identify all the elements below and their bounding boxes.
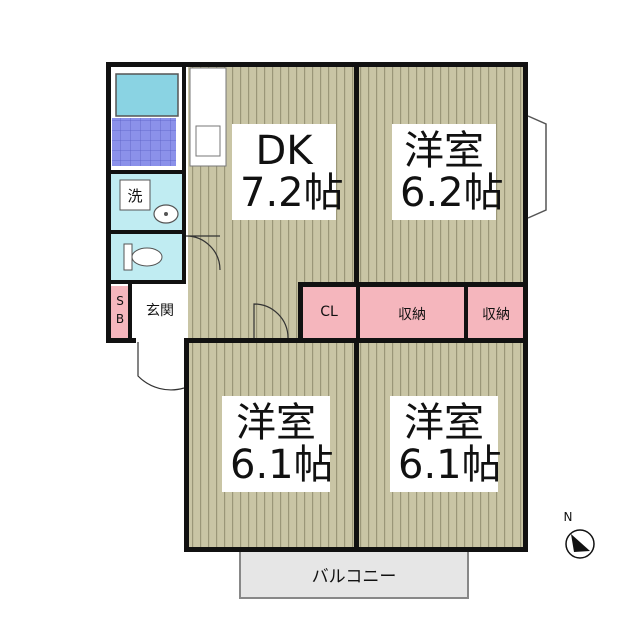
storage-label-2: 収納	[482, 307, 510, 323]
balcony	[239, 545, 469, 599]
western-ne-name: 洋室	[404, 128, 484, 174]
western-sw-label: 洋室 6.1帖	[222, 396, 334, 492]
shoe-box-label-s: S	[116, 294, 124, 308]
western-sw-size: 6.1帖	[230, 442, 334, 488]
western-se-label: 洋室 6.1帖	[390, 396, 502, 492]
dk-size: 7.2帖	[240, 170, 344, 216]
compass-label: N	[563, 510, 573, 524]
closet-label: CL	[320, 304, 338, 320]
toilet-bowl	[131, 247, 163, 267]
washer	[119, 179, 151, 211]
sink-drain	[164, 212, 168, 216]
storage-area-2	[468, 286, 524, 338]
walls	[106, 62, 528, 552]
bathtub	[115, 73, 179, 117]
washer-label: 洗	[127, 187, 143, 205]
bath-tile	[112, 118, 176, 166]
western-ne-label: 洋室 6.2帖	[392, 124, 504, 220]
balcony-label: バルコニー	[311, 567, 397, 587]
storage-area-1	[360, 286, 464, 338]
door-swings	[137, 235, 289, 391]
shoe-box-area	[110, 286, 130, 338]
western-sw-name: 洋室	[236, 400, 316, 446]
dk-name: DK	[255, 128, 313, 174]
shoe-box-label-b: B	[115, 312, 125, 326]
kitchen-sink	[195, 125, 221, 157]
bay-window	[527, 115, 547, 219]
storage-label-1: 収納	[398, 307, 426, 323]
entrance-label: 玄関	[136, 300, 184, 320]
dk-label: DK 7.2帖	[232, 124, 344, 220]
toilet-tank	[123, 243, 133, 271]
closet-area	[302, 286, 356, 338]
western-se-size: 6.1帖	[398, 442, 502, 488]
western-se-name: 洋室	[404, 400, 484, 446]
western-ne-size: 6.2帖	[400, 170, 504, 216]
compass-arrow-icon	[571, 534, 590, 552]
